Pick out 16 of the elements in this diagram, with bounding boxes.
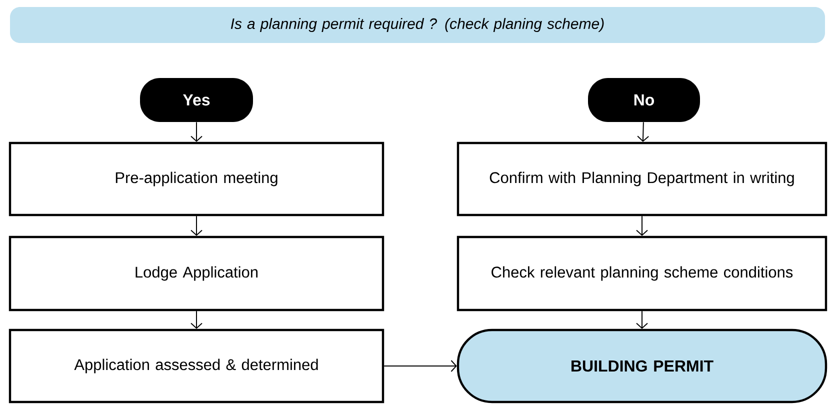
answer-pill: No [588,78,700,122]
arrow [636,310,648,329]
process-box: Lodge Application [8,236,384,312]
answer-pill: Yes [140,78,253,122]
process-box: Confirm with Planning Department in writing [456,142,828,216]
question-banner: Is a planning permit required ? (check planing scheme) [10,7,825,43]
arrow [190,216,202,236]
arrow [636,216,648,236]
terminal-pill: BUILDING PERMIT [456,328,828,404]
arrow [384,360,457,372]
process-box: Check relevant planning scheme conditions [456,236,828,312]
process-box: Pre-application meeting [8,142,384,216]
arrow [637,122,650,142]
process-box: Application assessed & determined [8,328,384,404]
arrow [190,310,202,329]
arrow [190,122,202,142]
